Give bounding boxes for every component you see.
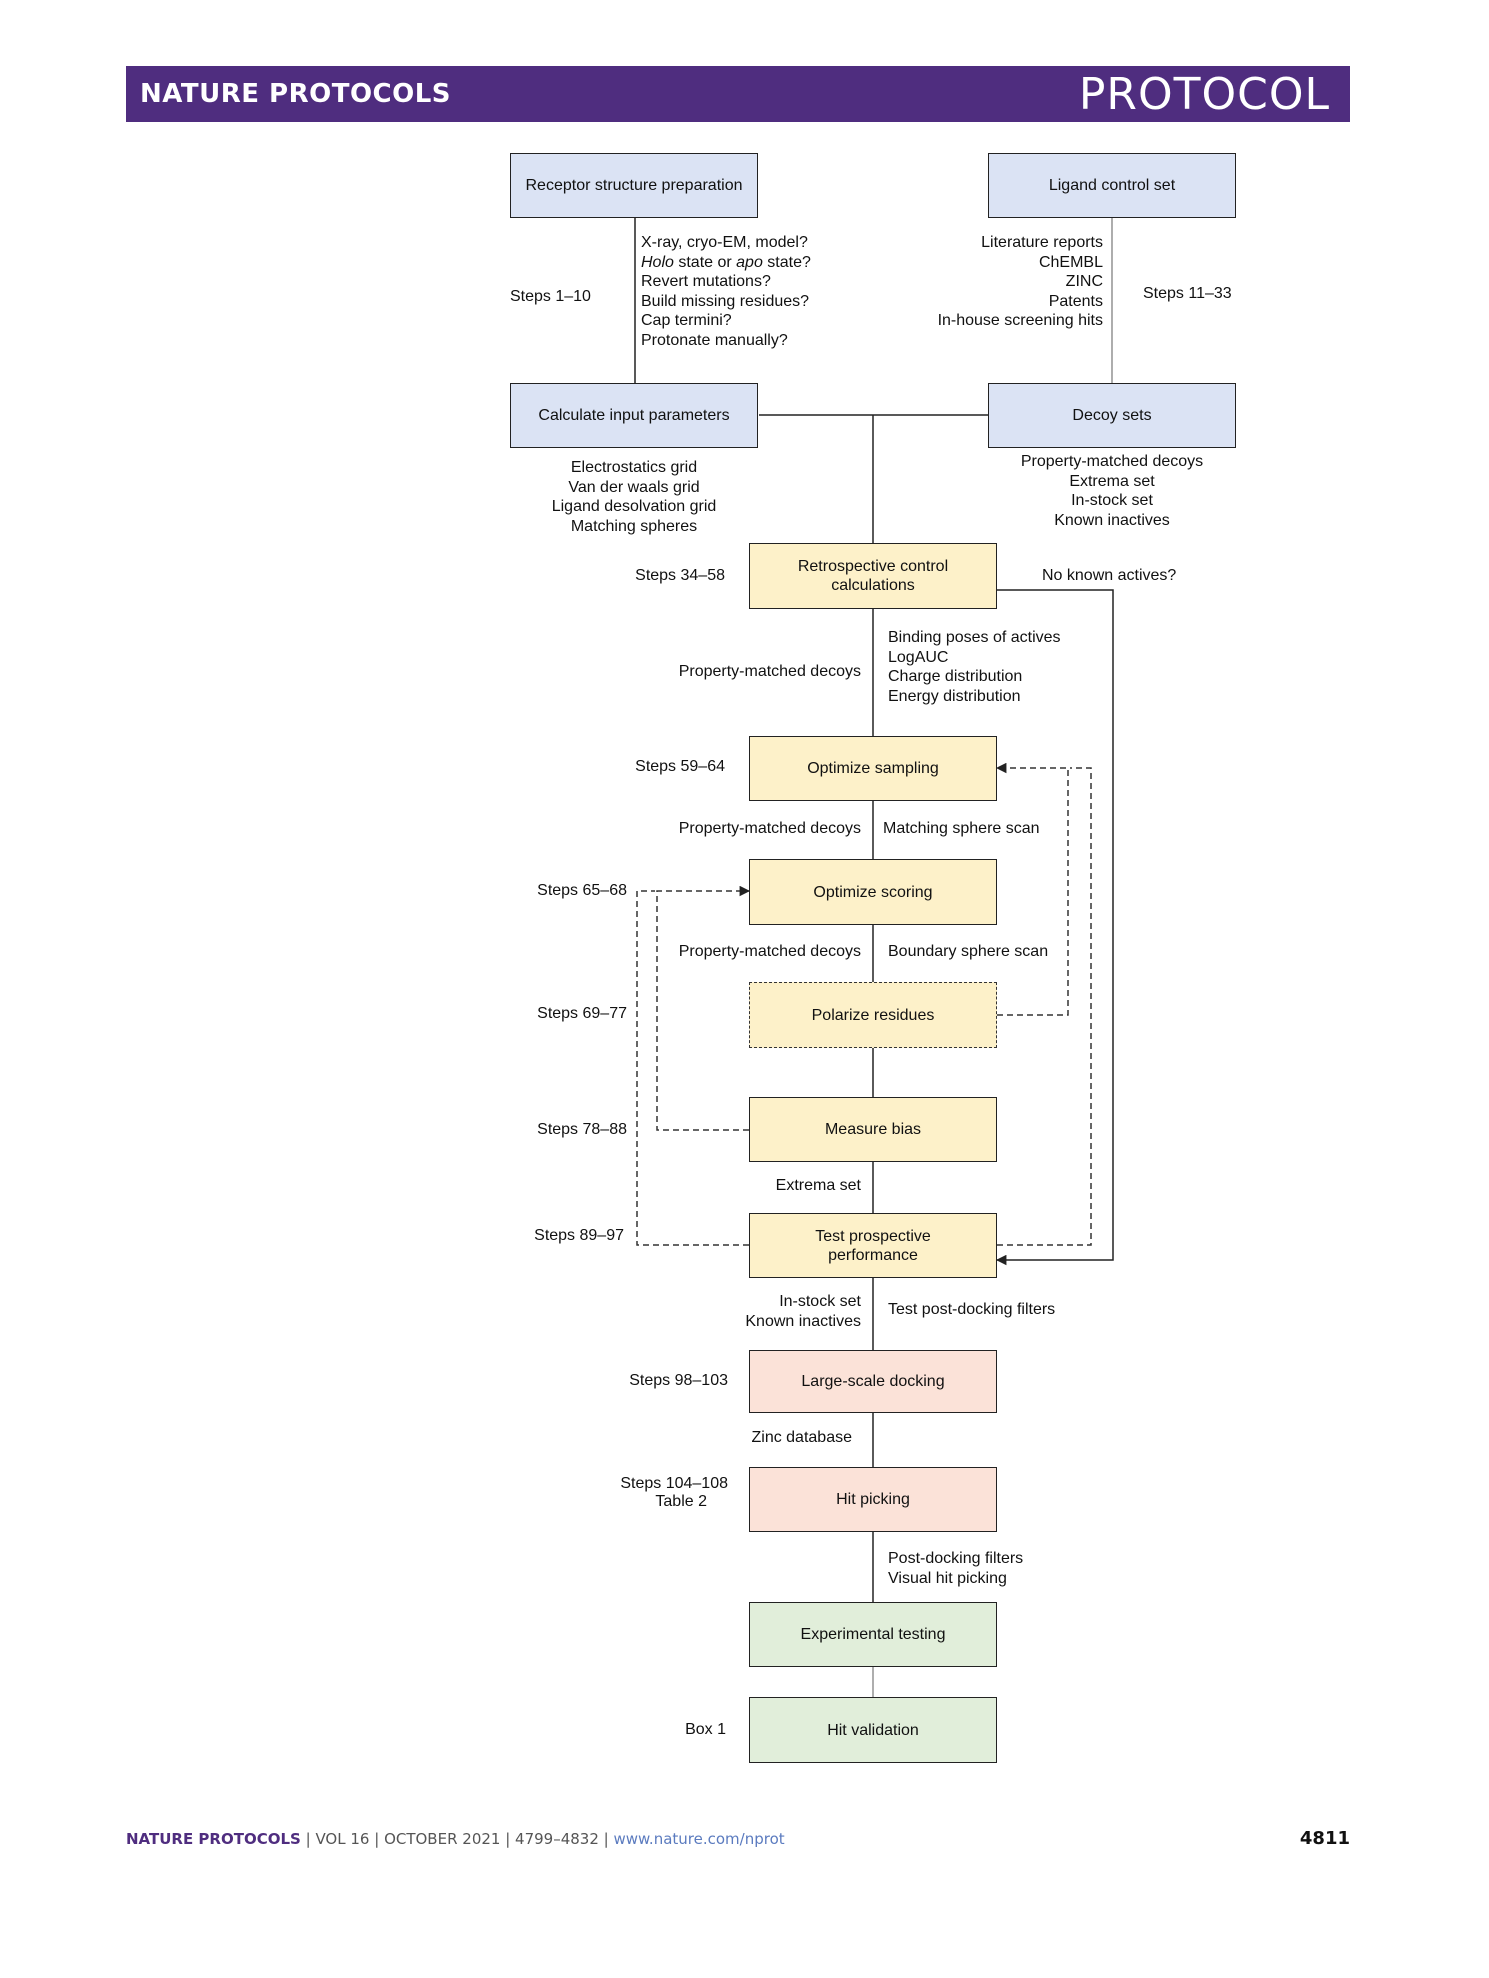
header-banner: NATURE PROTOCOLS PROTOCOL xyxy=(126,66,1350,122)
steps-largescale: Steps 98–103 xyxy=(629,1372,728,1389)
footer-sep-3: | xyxy=(500,1830,516,1848)
largescale-below-note: Zinc database xyxy=(751,1429,852,1446)
decoy-types: Property-matched decoys Extrema set In-s… xyxy=(988,452,1236,530)
ligand-sources: Literature reports ChEMBL ZINC Patents I… xyxy=(938,233,1103,331)
node-receptor: Receptor structure preparation xyxy=(510,153,758,218)
calc-output-4: Matching spheres xyxy=(570,517,698,535)
retro-right-4: Energy distribution xyxy=(888,687,1021,705)
node-hitval: Hit validation xyxy=(749,1697,997,1763)
footer-sep-2: | xyxy=(369,1830,385,1848)
steps-testprosp: Steps 89–97 xyxy=(534,1227,624,1244)
scoring-left-note: Property-matched decoys xyxy=(678,943,861,960)
testprosp-right-note: Test post-docking filters xyxy=(888,1301,1056,1318)
node-polarize: Polarize residues xyxy=(749,982,997,1048)
decoy-type-3: In-stock set xyxy=(1071,492,1153,509)
decoy-type-2: Extrema set xyxy=(1069,472,1155,490)
footer-sep-4: | xyxy=(598,1830,614,1848)
ligand-source-5: In-house screening hits xyxy=(937,312,1103,329)
footer-pages: 4799–4832 xyxy=(515,1830,599,1848)
node-exptest: Experimental testing xyxy=(749,1602,997,1667)
node-retro-label: Retrospective control calculations xyxy=(797,558,949,594)
node-decoy: Decoy sets xyxy=(988,383,1236,448)
footer-date: OCTOBER 2021 xyxy=(384,1830,501,1848)
receptor-q-4: Build missing residues? xyxy=(641,292,810,310)
retro-left-note: Property-matched decoys xyxy=(678,663,861,680)
node-calc: Calculate input parameters xyxy=(510,383,758,448)
node-sampling: Optimize sampling xyxy=(749,736,997,801)
decoy-type-1: Property-matched decoys xyxy=(1020,453,1204,470)
hitpick-right-notes: Post-docking filters Visual hit picking xyxy=(888,1549,1023,1588)
steps-bias: Steps 78–88 xyxy=(537,1121,627,1138)
steps-receptor: Steps 1–10 xyxy=(510,288,591,305)
article-type: PROTOCOL xyxy=(1078,68,1330,120)
decoy-type-4: Known inactives xyxy=(1054,511,1170,529)
testprosp-left-2: Known inactives xyxy=(745,1312,861,1330)
steps-scoring: Steps 65–68 xyxy=(537,882,627,899)
steps-hitpick-2: Table 2 xyxy=(655,1493,707,1510)
edge-no-actives xyxy=(995,589,1114,1266)
footer-citation: NATURE PROTOCOLS | VOL 16 | OCTOBER 2021… xyxy=(126,1830,785,1848)
node-testprosp: Test prospective performance xyxy=(749,1213,997,1278)
no-actives-label: No known actives? xyxy=(1042,567,1177,584)
steps-polarize: Steps 69–77 xyxy=(537,1005,627,1022)
steps-hitpick: Steps 104–108 Table 2 xyxy=(620,1475,728,1511)
node-bias: Measure bias xyxy=(749,1097,997,1162)
page-number: 4811 xyxy=(1299,1828,1350,1849)
calc-output-2: Van der waals grid xyxy=(568,478,700,496)
retro-right-notes: Binding poses of actives LogAUC Charge d… xyxy=(888,628,1061,706)
ligand-source-3: ZINC xyxy=(1065,273,1103,290)
steps-hitpick-1: Steps 104–108 xyxy=(620,1475,728,1492)
receptor-q-2: Holo state or apo state? xyxy=(641,253,811,271)
steps-hitval: Box 1 xyxy=(685,1721,726,1738)
steps-retro: Steps 34–58 xyxy=(635,567,725,584)
steps-ligand: Steps 11–33 xyxy=(1143,285,1232,302)
edge-polarize-sampling xyxy=(995,762,1069,1016)
receptor-q-5: Cap termini? xyxy=(641,312,732,329)
node-testprosp-label: Test prospective performance xyxy=(815,1227,931,1264)
hitpick-right-2: Visual hit picking xyxy=(888,1569,1007,1587)
footer-volume: VOL 16 xyxy=(315,1830,370,1848)
receptor-questions: X-ray, cryo-EM, model? Holo state or apo… xyxy=(641,233,811,350)
calc-output-1: Electrostatics grid xyxy=(570,459,698,476)
steps-sampling: Steps 59–64 xyxy=(635,758,725,775)
footer-url-link[interactable]: www.nature.com/nprot xyxy=(613,1830,785,1848)
edge-testprosp-scoring xyxy=(636,890,749,1246)
receptor-q-3: Revert mutations? xyxy=(641,273,771,290)
testprosp-left-1: In-stock set xyxy=(779,1293,861,1310)
journal-name: NATURE PROTOCOLS xyxy=(140,79,452,109)
node-scoring: Optimize scoring xyxy=(749,859,997,925)
ligand-source-2: ChEMBL xyxy=(1038,253,1103,271)
node-hitpick: Hit picking xyxy=(749,1467,997,1532)
testprosp-left-notes: In-stock set Known inactives xyxy=(745,1292,861,1331)
ligand-source-1: Literature reports xyxy=(981,234,1103,251)
hitpick-right-1: Post-docking filters xyxy=(888,1550,1024,1567)
calc-output-3: Ligand desolvation grid xyxy=(551,498,717,515)
node-largescale: Large-scale docking xyxy=(749,1350,997,1413)
calc-outputs: Electrostatics grid Van der waals grid L… xyxy=(510,458,758,536)
receptor-q-6: Protonate manually? xyxy=(641,331,788,349)
sampling-left-note: Property-matched decoys xyxy=(678,820,861,837)
node-ligand: Ligand control set xyxy=(988,153,1236,218)
receptor-q-1: X-ray, cryo-EM, model? xyxy=(641,234,808,251)
sampling-right-note: Matching sphere scan xyxy=(883,820,1040,837)
scoring-right-note: Boundary sphere scan xyxy=(888,943,1049,960)
retro-right-1: Binding poses of actives xyxy=(888,629,1061,646)
node-retro: Retrospective control calculations xyxy=(749,543,997,609)
footer-journal: NATURE PROTOCOLS xyxy=(126,1830,301,1848)
edge-testprosp-sampling xyxy=(997,767,1092,1246)
footer-sep-1: | xyxy=(300,1830,316,1848)
edge-bias-scoring xyxy=(656,885,751,1131)
retro-right-3: Charge distribution xyxy=(888,668,1023,685)
retro-right-2: LogAUC xyxy=(888,648,949,666)
ligand-source-4: Patents xyxy=(1048,292,1103,310)
bias-below-note: Extrema set xyxy=(775,1177,861,1194)
